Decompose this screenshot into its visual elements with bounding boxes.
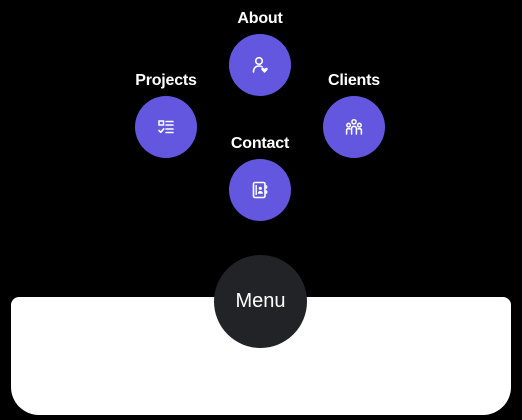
menu-item-circle[interactable]: [323, 96, 385, 158]
menu-button[interactable]: Menu: [214, 255, 307, 348]
menu-item-contact[interactable]: Contact: [205, 135, 315, 221]
menu-item-label: About: [237, 10, 283, 27]
menu-item-circle[interactable]: [229, 159, 291, 221]
group-icon: [345, 118, 363, 135]
menu-item-clients[interactable]: Clients: [299, 72, 409, 158]
menu-item-label: Clients: [328, 72, 380, 89]
menu-item-circle[interactable]: [229, 34, 291, 96]
menu-item-projects[interactable]: Projects: [111, 72, 221, 158]
address-book-icon: [252, 181, 268, 199]
user-heart-icon: [252, 56, 268, 73]
menu-item-label: Projects: [135, 72, 197, 89]
task-list-icon: [158, 120, 174, 134]
menu-item-circle[interactable]: [135, 96, 197, 158]
menu-item-about[interactable]: About: [205, 10, 315, 96]
menu-item-label: Contact: [230, 135, 290, 152]
